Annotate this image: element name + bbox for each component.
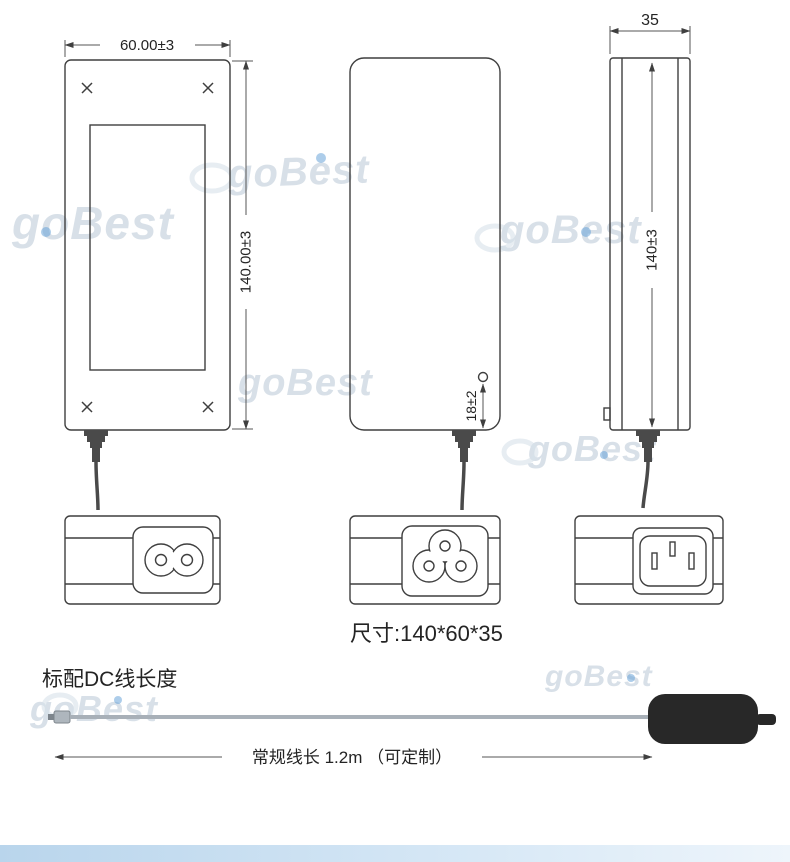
side-wire: [641, 461, 650, 509]
front-label-area: [89, 124, 206, 371]
middle-wire: [460, 461, 466, 511]
watermark-dots: [41, 153, 635, 704]
dc-cable-diagram: 常规线长 1.2m （可定制）: [48, 694, 776, 767]
middle-strain-relief: [452, 430, 476, 462]
connector-c6: [349, 515, 501, 605]
middle-view: [349, 57, 501, 511]
footer-accent-bar: [0, 845, 790, 862]
front-body: [64, 59, 231, 431]
front-width-dimension: 60.00±3: [120, 37, 174, 54]
cable-length-label: 常规线长 1.2m （可定制）: [252, 748, 452, 767]
front-view: [64, 59, 231, 511]
dim-text-mask: [100, 37, 195, 53]
side-view: [603, 57, 691, 509]
middle-hole: [477, 371, 489, 383]
dim-text-mask: [643, 212, 661, 288]
side-tab: [603, 407, 611, 421]
connector-c14: [574, 515, 724, 605]
middle-hole-dimension: 18±2: [463, 390, 479, 421]
size-label: 尺寸:140*60*35: [350, 621, 503, 646]
cable-left-connector: [53, 710, 71, 724]
dc-plug: [648, 694, 776, 744]
cable-left-tip: [48, 714, 55, 720]
dc-section-title: 标配DC线长度: [42, 668, 177, 691]
screw-marks: [81, 82, 214, 413]
side-strain-relief: [636, 430, 660, 462]
connector-c8: [64, 515, 221, 605]
side-depth-dimension: 35: [641, 12, 659, 29]
dim-text-mask: [236, 215, 256, 309]
side-height-dimension: 140±3: [644, 229, 661, 271]
front-wire: [94, 461, 100, 511]
front-strain-relief: [84, 430, 108, 462]
front-height-dimension: 140.00±3: [238, 231, 255, 293]
middle-body: [349, 57, 501, 431]
